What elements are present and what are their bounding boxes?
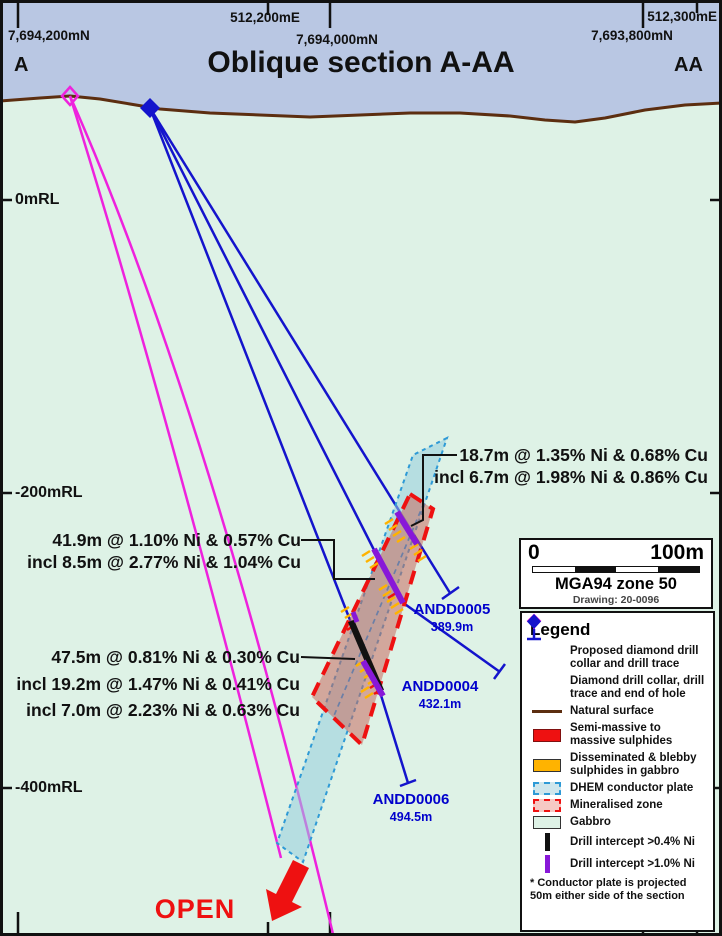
legend-footnote: * Conductor plate is projected 50m eithe… <box>530 877 687 902</box>
legend-item-gabbro: Gabbro <box>530 816 705 829</box>
legend-item-label: Semi-massive to massive sulphides <box>570 722 673 747</box>
open-arrow-icon <box>266 860 309 921</box>
drill-collar-icon <box>140 98 160 118</box>
legend-panel: Legend Proposed diamond drill collar and… <box>520 611 715 932</box>
disseminated-sulphides-legend-icon <box>530 758 564 772</box>
annotation-andd0005: 18.7m @ 1.35% Ni & 0.68% Cu incl 6.7m @ … <box>402 444 708 488</box>
legend-title: Legend <box>530 620 591 639</box>
drill-intercepts <box>348 510 420 698</box>
elevation-label-0: 0mRL <box>15 191 60 208</box>
annotation-line: 47.5m @ 0.81% Ni & 0.30% Cu <box>51 647 300 667</box>
drill-hole-label-andd0005: ANDD0005 <box>413 601 491 618</box>
legend-item-proposed-collar: Proposed diamond drill collar and drill … <box>526 613 705 671</box>
drill-hole-length-andd0005: 389.9m <box>430 620 474 634</box>
massive-sulphides-legend-icon <box>530 728 564 742</box>
dhem-plate-legend-icon <box>530 782 564 795</box>
mineralised-zone <box>309 491 436 749</box>
section-start-label: A <box>14 54 29 76</box>
drill-hole-length-andd0006: 494.5m <box>389 810 433 824</box>
proposed-drill-traces <box>68 95 335 935</box>
easting-label-512200: 512,200mE <box>230 10 300 25</box>
proposed-collar-icon <box>60 85 80 107</box>
mineralised-zone-legend-icon <box>530 799 564 812</box>
legend-item-intercept-04: Drill intercept >0.4% Ni <box>530 833 705 851</box>
legend-item-disseminated-sulphides: Disseminated & blebby sulphides in gabbr… <box>530 752 705 778</box>
legend-item-label: Drill intercept >0.4% Ni <box>570 835 695 848</box>
intercept-04-legend-icon <box>530 833 564 851</box>
elevation-label-200: -200mRL <box>15 484 83 501</box>
scale-start-label: 0 <box>528 541 540 564</box>
drill-hole-length-andd0004: 432.1m <box>418 697 462 711</box>
annotation-andd0004: 41.9m @ 1.10% Ni & 0.57% Cu incl 8.5m @ … <box>16 529 301 573</box>
annotation-line: incl 19.2m @ 1.47% Ni & 0.41% Cu <box>16 673 300 694</box>
section-title: Oblique section A-AA <box>207 46 515 79</box>
intercept-10-legend-icon <box>530 855 564 873</box>
scale-bar <box>532 566 700 573</box>
legend-item-label: DHEM conductor plate <box>570 782 694 794</box>
northing-label-7694200: 7,694,200mN <box>8 28 90 43</box>
legend-item-massive-sulphides: Semi-massive to massive sulphides <box>530 722 705 748</box>
legend-item-dhem-plate: DHEM conductor plate <box>530 782 705 795</box>
gabbro-legend-icon <box>530 816 564 829</box>
drawing-number: Drawing: 20-0096 <box>572 594 660 606</box>
annotation-andd0006: 47.5m @ 0.81% Ni & 0.30% Cu incl 19.2m @… <box>10 644 300 724</box>
natural-surface-legend-icon <box>530 710 564 713</box>
easting-label-512300: 512,300mE <box>647 9 717 24</box>
legend-item-label: Mineralised zone <box>570 799 663 811</box>
annotation-line: incl 6.7m @ 1.98% Ni & 0.86% Cu <box>434 467 708 487</box>
legend-item-label: Disseminated & blebby sulphides in gabbr… <box>570 752 697 777</box>
annotation-line: incl 7.0m @ 2.23% Ni & 0.63% Cu <box>26 700 300 720</box>
legend-item-label: Gabbro <box>570 816 611 828</box>
legend-item-drill-collar: Diamond drill collar, drill trace and en… <box>527 614 705 701</box>
intercept-andd0006-high-grade <box>360 659 386 698</box>
open-label: OPEN <box>154 894 236 924</box>
legend-item-natural-surface: Natural surface <box>530 705 705 718</box>
datum-label: MGA94 zone 50 <box>555 575 677 593</box>
scale-end-label: 100m <box>650 541 704 564</box>
intercept-andd0004-high-grade <box>371 547 406 605</box>
projected-trace-dashed <box>332 502 425 719</box>
legend-item-intercept-10: Drill intercept >1.0% Ni <box>530 855 705 873</box>
legend-item-label: Natural surface <box>570 705 654 717</box>
legend-item-label: Proposed diamond drill collar and drill … <box>570 645 699 670</box>
legend-item-label: Drill intercept >1.0% Ni <box>570 857 695 870</box>
scale-bar-panel: 0 100m MGA94 zone 50 Drawing: 20-0096 <box>519 538 713 609</box>
end-of-hole-ticks <box>399 585 507 788</box>
leader-lines <box>300 454 457 660</box>
annotation-line: 18.7m @ 1.35% Ni & 0.68% Cu <box>459 445 708 465</box>
legend-item-label: Diamond drill collar, drill trace and en… <box>570 675 705 700</box>
intercept-small-tick <box>350 611 360 623</box>
drill-hole-label-andd0006: ANDD0006 <box>372 791 450 808</box>
annotation-line: incl 8.5m @ 2.77% Ni & 1.04% Cu <box>27 552 301 572</box>
drill-hole-label-andd0004: ANDD0004 <box>401 678 479 695</box>
natural-surface-line <box>0 94 722 124</box>
intercept-andd0005-high-grade <box>394 510 420 546</box>
legend-item-mineralised-zone: Mineralised zone <box>530 799 705 812</box>
northing-label-7693800: 7,693,800mN <box>591 28 673 43</box>
northing-label-7694000: 7,694,000mN <box>296 32 378 47</box>
section-end-label: AA <box>674 54 703 76</box>
elevation-label-400: -400mRL <box>15 779 83 796</box>
annotation-line: 41.9m @ 1.10% Ni & 0.57% Cu <box>52 530 301 550</box>
